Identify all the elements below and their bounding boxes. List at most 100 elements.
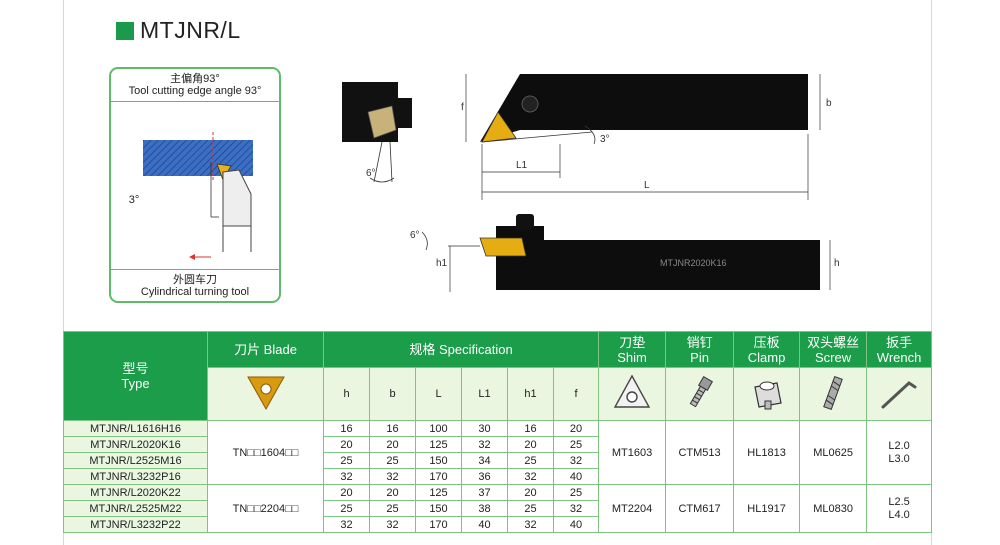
spec-value-cell: 32 (369, 468, 416, 485)
spec-value-cell: 150 (415, 452, 462, 469)
wrench-header-cn: 扳手 (886, 334, 913, 350)
workpiece (143, 140, 253, 176)
wrench-header-en: Wrench (876, 349, 922, 365)
col-pin-header: 销钉 Pin (665, 331, 735, 368)
spec-value-cell: 32 (507, 516, 554, 533)
top-view-insert (481, 111, 517, 143)
screw-icon (823, 375, 843, 410)
type-cell: MTJNR/L2020K22 (63, 484, 208, 501)
col-blade-header: 刀片 Blade (207, 331, 324, 368)
spec-value-cell: 16 (323, 420, 370, 437)
spec-value-cell: 25 (323, 500, 370, 517)
spec-value-cell: 25 (507, 500, 554, 517)
spec-value-cell: 16 (507, 420, 554, 437)
shim-header-en: Shim (617, 349, 647, 365)
spec-value-cell: 25 (507, 452, 554, 469)
pin-icon (689, 375, 713, 407)
tool-holder-drawing (342, 74, 831, 292)
inset-top-en: Tool cutting edge angle 93° (128, 85, 262, 97)
spec-value-cell: 40 (552, 468, 600, 485)
shim-cell: MT2204 (598, 484, 667, 533)
spec-value-cell: 36 (461, 468, 508, 485)
dim-b: b (826, 98, 832, 109)
clamp-cell: HL1917 (733, 484, 801, 533)
col-type-header: 型号 Type (63, 331, 208, 421)
dim-h: h (834, 258, 840, 269)
spec-col-h1: h1 (507, 367, 554, 421)
spec-value-cell: 25 (369, 452, 416, 469)
wrench-size-1: L2.5 (888, 495, 910, 508)
col-spec-header: 规格 Specification (322, 331, 600, 368)
spec-value-cell: 20 (369, 436, 416, 453)
spec-value-cell: 32 (507, 468, 554, 485)
screw-cell: ML0625 (799, 420, 868, 485)
type-cell: MTJNR/L2525M16 (63, 452, 208, 469)
pin-cell: CTM617 (665, 484, 735, 533)
spec-value-cell: 20 (507, 436, 554, 453)
triangle-insert-icon (246, 376, 285, 410)
wrench-size-2: L4.0 (888, 508, 910, 521)
title-marker (116, 21, 134, 40)
spec-col-b: b (369, 367, 416, 421)
dim-h1: h1 (436, 258, 448, 269)
clamp-header-cn: 压板 (753, 334, 780, 350)
screw-header-en: Screw (815, 349, 852, 365)
pin-image-cell (665, 367, 735, 421)
col-wrench-header: 扳手 Wrench (866, 331, 933, 368)
spec-value-cell: 32 (323, 516, 370, 533)
spec-value-cell: 100 (415, 420, 462, 437)
angle-6-top: 6° (366, 168, 376, 179)
spec-value-cell: 40 (461, 516, 508, 533)
shim-image-cell (598, 367, 667, 421)
feed-arrow-icon (189, 254, 195, 260)
top-view-shank (520, 74, 808, 130)
dim-l1: L1 (516, 160, 528, 171)
title-block: MTJNR/L (116, 17, 241, 44)
pin-header-cn: 销钉 (686, 334, 713, 350)
side-view-insert (479, 237, 527, 257)
type-cell: MTJNR/L2525M22 (63, 500, 208, 517)
shim-header-cn: 刀垫 (619, 334, 646, 350)
spec-value-cell: 32 (369, 516, 416, 533)
inset-bottom-cn: 外圆车刀 (173, 274, 217, 286)
spec-value-cell: 20 (552, 420, 600, 437)
type-header-cn: 型号 (122, 361, 149, 376)
page-title: MTJNR/L (140, 17, 241, 43)
side-view-shank (544, 240, 820, 290)
col-shim-header: 刀垫 Shim (598, 331, 667, 368)
screw-header-cn: 双头螺丝 (807, 334, 860, 350)
spec-col-l: L (415, 367, 462, 421)
blade-image-cell (207, 367, 324, 421)
spec-value-cell: 16 (369, 420, 416, 437)
spec-value-cell: 170 (415, 468, 462, 485)
wrench-size-2: L3.0 (888, 452, 910, 465)
spec-value-cell: 150 (415, 500, 462, 517)
pin-header-en: Pin (690, 349, 709, 365)
type-cell: MTJNR/L1616H16 (63, 420, 208, 437)
clamp-cell: HL1813 (733, 420, 801, 485)
type-header-en: Type (121, 376, 150, 391)
spec-col-f: f (552, 367, 600, 421)
hex-key-icon (881, 380, 917, 408)
specification-table: 型号 Type 刀片 Blade 规格 Specification 刀垫 Shi… (63, 331, 933, 533)
type-cell: MTJNR/L3232P22 (63, 516, 208, 533)
spec-value-cell: 20 (369, 484, 416, 501)
type-cell: MTJNR/L2020K16 (63, 436, 208, 453)
wrench-image-cell (866, 367, 933, 421)
clamp-header-en: Clamp (747, 349, 786, 365)
inset-divider-bottom (111, 269, 279, 270)
shim-icon (613, 374, 651, 408)
spec-value-cell: 38 (461, 500, 508, 517)
spec-value-cell: 125 (415, 484, 462, 501)
spec-value-cell: 37 (461, 484, 508, 501)
spec-value-cell: 20 (323, 484, 370, 501)
screw-image-cell (799, 367, 868, 421)
holder-engraving: MTJNR2020K16 (660, 258, 727, 268)
blade-cell: TN□□1604□□ (207, 420, 324, 485)
screw-cell: ML0830 (799, 484, 868, 533)
